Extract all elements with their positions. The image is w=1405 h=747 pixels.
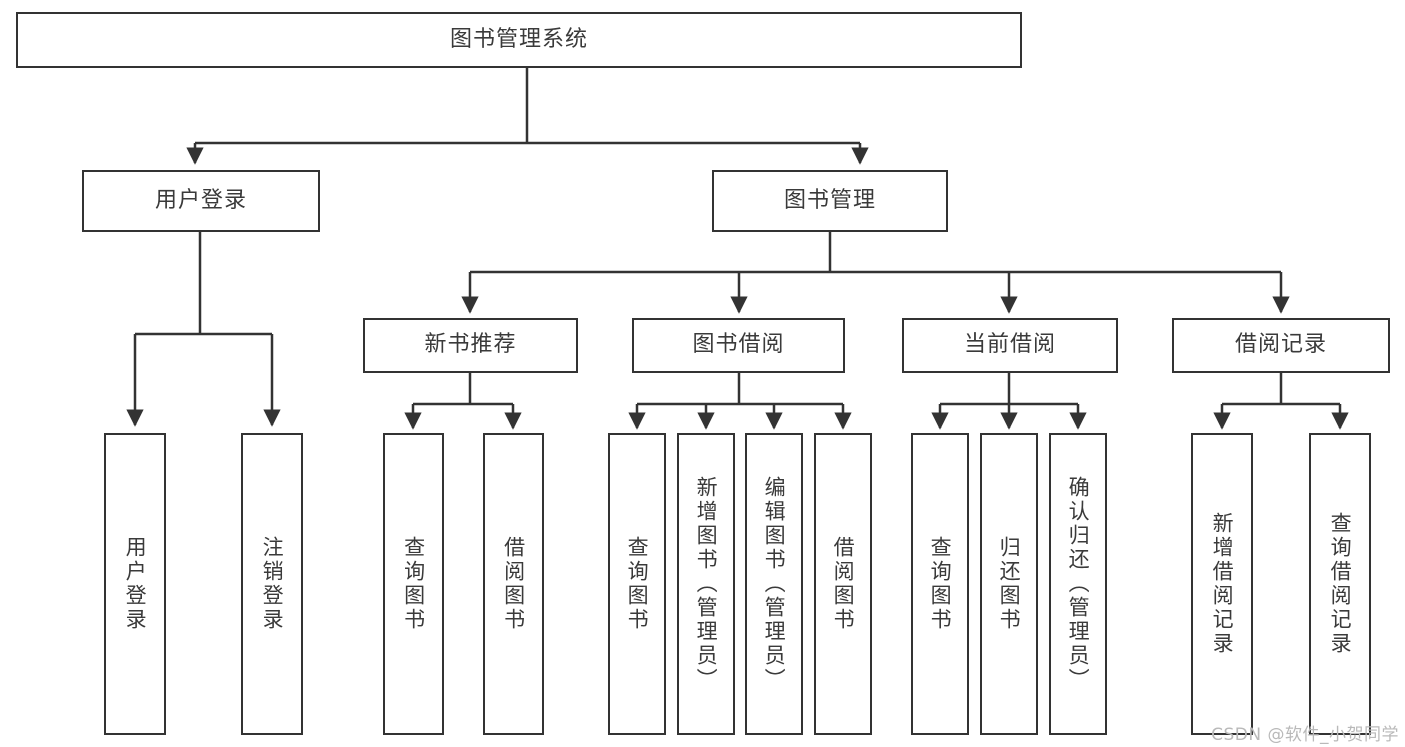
node-book-borrow[interactable]: 图书借阅 [632, 318, 845, 373]
node-leaf-add-book[interactable]: 新增图书（管理员） [677, 433, 735, 735]
node-leaf-borrow-book-2-label: 借阅图书 [831, 536, 856, 632]
node-leaf-user-login-label: 用户登录 [123, 536, 148, 632]
node-book-management[interactable]: 图书管理 [712, 170, 948, 232]
node-leaf-edit-book[interactable]: 编辑图书（管理员） [745, 433, 803, 735]
node-leaf-query-book-3[interactable]: 查询图书 [911, 433, 969, 735]
node-leaf-add-book-label: 新增图书（管理员） [694, 476, 719, 692]
node-leaf-add-record-label: 新增借阅记录 [1210, 512, 1235, 656]
node-leaf-query-book-2[interactable]: 查询图书 [608, 433, 666, 735]
node-leaf-query-book-3-label: 查询图书 [928, 536, 953, 632]
node-leaf-confirm-return[interactable]: 确认归还（管理员） [1049, 433, 1107, 735]
node-leaf-query-book-2-label: 查询图书 [625, 536, 650, 632]
node-leaf-borrow-book-2[interactable]: 借阅图书 [814, 433, 872, 735]
node-leaf-query-book-1-label: 查询图书 [401, 536, 426, 632]
node-leaf-logout-label: 注销登录 [260, 536, 285, 632]
node-leaf-query-record-label: 查询借阅记录 [1328, 512, 1353, 656]
node-leaf-return-book[interactable]: 归还图书 [980, 433, 1038, 735]
node-leaf-confirm-return-label: 确认归还（管理员） [1066, 476, 1091, 692]
node-current-borrow-label: 当前借阅 [963, 332, 1056, 358]
node-new-book-recommend-label: 新书推荐 [424, 332, 517, 358]
node-leaf-add-record[interactable]: 新增借阅记录 [1191, 433, 1253, 735]
node-book-borrow-label: 图书借阅 [692, 332, 785, 358]
node-leaf-edit-book-label: 编辑图书（管理员） [762, 476, 787, 692]
node-user-login-label: 用户登录 [154, 187, 247, 213]
node-new-book-recommend[interactable]: 新书推荐 [363, 318, 578, 373]
node-leaf-logout[interactable]: 注销登录 [241, 433, 303, 735]
node-leaf-query-book-1[interactable]: 查询图书 [383, 433, 444, 735]
node-root[interactable]: 图书管理系统 [16, 12, 1022, 68]
node-borrow-record[interactable]: 借阅记录 [1172, 318, 1390, 373]
node-leaf-borrow-book-1[interactable]: 借阅图书 [483, 433, 544, 735]
node-user-login[interactable]: 用户登录 [82, 170, 320, 232]
node-borrow-record-label: 借阅记录 [1234, 332, 1327, 358]
node-leaf-return-book-label: 归还图书 [997, 536, 1022, 632]
node-current-borrow[interactable]: 当前借阅 [902, 318, 1118, 373]
node-book-management-label: 图书管理 [783, 187, 876, 213]
node-leaf-query-record[interactable]: 查询借阅记录 [1309, 433, 1371, 735]
node-leaf-borrow-book-1-label: 借阅图书 [501, 536, 526, 632]
node-leaf-user-login[interactable]: 用户登录 [104, 433, 166, 735]
node-root-label: 图书管理系统 [449, 26, 588, 52]
